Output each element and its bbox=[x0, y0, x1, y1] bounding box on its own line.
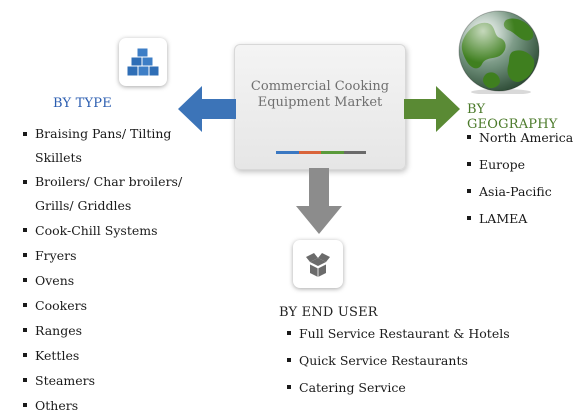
by-geography-list: North America Europe Asia-Pacific LAMEA bbox=[465, 124, 573, 232]
center-market-card: Commercial Cooking Equipment Market bbox=[234, 44, 406, 170]
center-title: Commercial Cooking Equipment Market bbox=[235, 79, 405, 111]
cubes-icon bbox=[126, 47, 160, 77]
down-arrow bbox=[296, 168, 342, 234]
center-title-line2: Equipment Market bbox=[257, 95, 383, 110]
list-item: Full Service Restaurant & Hotels bbox=[285, 320, 510, 347]
center-accent-bar bbox=[276, 151, 366, 154]
cubes-icon-tile bbox=[119, 38, 167, 86]
list-item: LAMEA bbox=[465, 205, 573, 232]
globe-icon bbox=[458, 10, 540, 94]
list-item: Broilers/ Char broilers/ Grills/ Griddle… bbox=[21, 170, 206, 218]
by-type-heading: BY TYPE bbox=[53, 96, 112, 111]
list-item: Braising Pans/ Tilting Skillets bbox=[21, 122, 206, 170]
list-item: Others bbox=[21, 393, 206, 418]
list-item: Quick Service Restaurants bbox=[285, 347, 510, 374]
by-end-user-list: Full Service Restaurant & Hotels Quick S… bbox=[285, 320, 510, 401]
list-item: Ranges bbox=[21, 318, 206, 343]
by-geography-heading: BY GEOGRAPHY bbox=[467, 102, 558, 132]
open-box-icon-tile bbox=[293, 240, 343, 288]
open-box-icon bbox=[306, 253, 330, 277]
list-item: Asia-Pacific bbox=[465, 178, 573, 205]
list-item: Kettles bbox=[21, 343, 206, 368]
list-item: Steamers bbox=[21, 368, 206, 393]
right-arrow bbox=[404, 86, 460, 132]
list-item: North America bbox=[465, 124, 573, 151]
by-type-list: Braising Pans/ Tilting Skillets Broilers… bbox=[21, 122, 206, 418]
left-arrow bbox=[178, 86, 236, 132]
list-item: Europe bbox=[465, 151, 573, 178]
list-item: Ovens bbox=[21, 268, 206, 293]
list-item: Fryers bbox=[21, 243, 206, 268]
list-item: Catering Service bbox=[285, 374, 510, 401]
by-end-user-heading: BY END USER bbox=[279, 305, 378, 320]
list-item: Cookers bbox=[21, 293, 206, 318]
list-item: Cook-Chill Systems bbox=[21, 218, 206, 243]
center-title-line1: Commercial Cooking bbox=[250, 79, 390, 94]
